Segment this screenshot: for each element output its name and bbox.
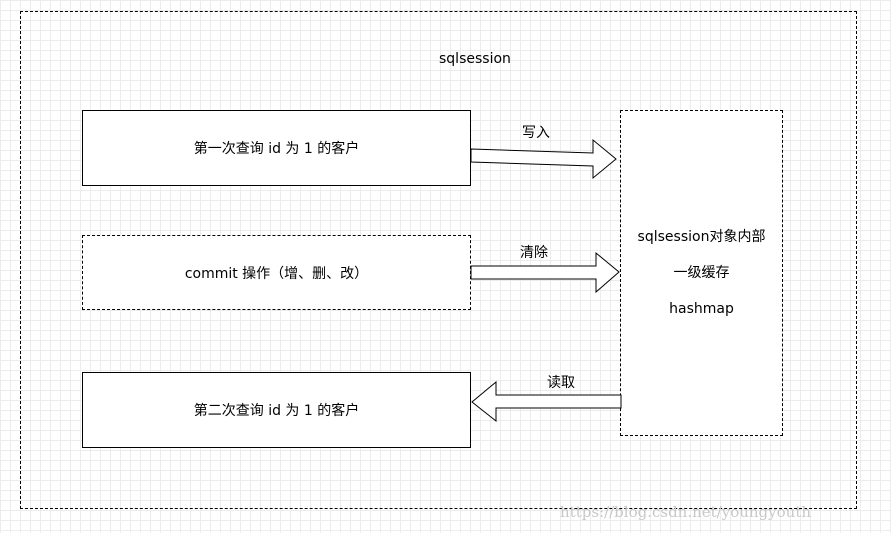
first-level-cache-box: sqlsession对象内部 一级缓存 hashmap xyxy=(620,110,783,436)
commit-label: commit 操作（增、删、改） xyxy=(184,265,369,282)
cache-line-hashmap: hashmap xyxy=(669,301,734,317)
sqlsession-frame xyxy=(20,11,857,509)
first-query-label: 第一次查询 id 为 1 的客户 xyxy=(193,141,360,157)
commit-box: commit 操作（增、删、改） xyxy=(82,235,471,310)
clear-label: 清除 xyxy=(520,245,548,261)
write-label: 写入 xyxy=(522,125,550,141)
cache-line-object: sqlsession对象内部 xyxy=(637,229,766,245)
watermark-text: https://blog.csdn.net/youngyouth xyxy=(560,503,812,521)
sqlsession-title: sqlsession xyxy=(439,51,511,67)
read-label: 读取 xyxy=(547,375,575,391)
cache-line-level: 一级缓存 xyxy=(673,265,730,281)
second-query-box: 第二次查询 id 为 1 的客户 xyxy=(82,372,471,448)
second-query-label: 第二次查询 id 为 1 的客户 xyxy=(193,403,360,419)
first-query-box: 第一次查询 id 为 1 的客户 xyxy=(82,110,471,186)
